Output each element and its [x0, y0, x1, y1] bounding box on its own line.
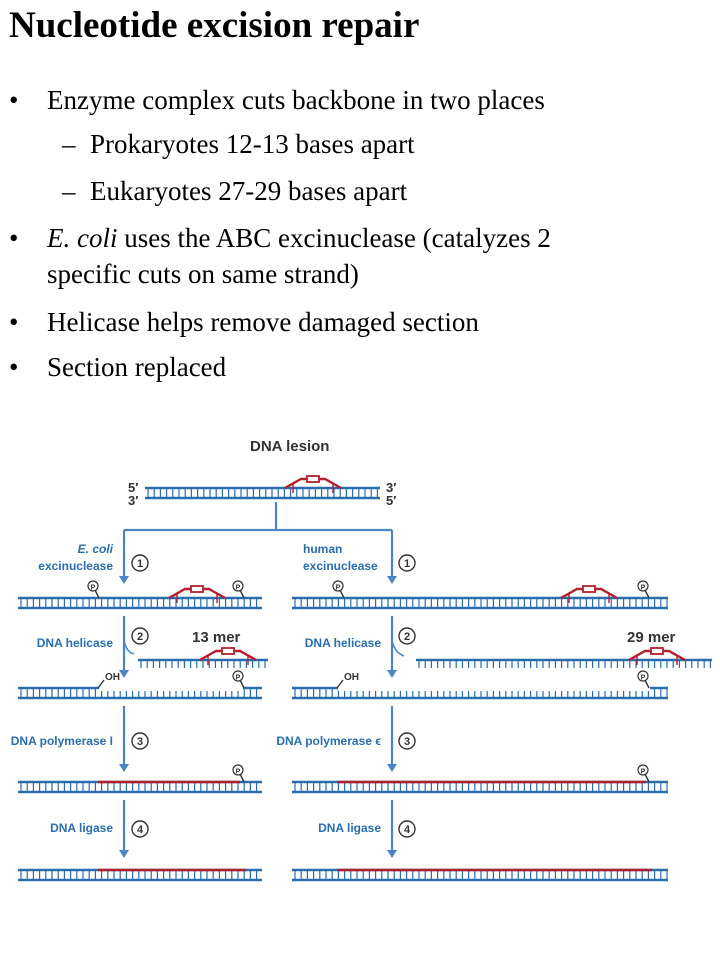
left-incised-lesion-dimer — [190, 585, 204, 593]
right-step1-circle — [398, 554, 416, 572]
left-nick-phosphate-letter: P — [236, 769, 241, 776]
left-step4-number: 4 — [137, 824, 144, 836]
bullet-marker: • — [9, 307, 19, 337]
left-incision-phosphate-3-letter: P — [236, 585, 241, 592]
left-incision-phosphate-3-bond — [239, 589, 245, 599]
left-step2-number: 2 — [137, 631, 143, 643]
right-nick-phosphate-bond — [644, 773, 650, 783]
right-step4-circle — [398, 820, 416, 838]
left-step1-circle — [131, 554, 149, 572]
top-lesion-dimer — [306, 475, 320, 483]
left-step3-arrow-head — [119, 764, 129, 772]
right-step1-number: 1 — [404, 558, 410, 570]
right-step4-number: 4 — [404, 824, 411, 836]
right-gap-phosphate-letter: P — [641, 675, 646, 682]
left-step3-number: 3 — [137, 736, 143, 748]
sub-bullet-eukaryotes: Eukaryotes 27-29 bases apart — [90, 176, 408, 206]
left-gap-phosphate-bond — [239, 679, 245, 689]
right-nick-phosphate-letter: P — [641, 769, 646, 776]
left-step4-circle — [131, 820, 149, 838]
left-helicase-label: DNA helicase — [37, 636, 114, 650]
ecoli-excinuclease-label-1: E. coli — [78, 542, 114, 556]
ecoli-excinuclease-label-2: excinuclease — [38, 559, 113, 573]
right-step4-arrow-head — [387, 850, 397, 858]
right-polymerase-label: DNA polymerase ϵ — [276, 734, 381, 748]
end-label-5-top: 5′ — [128, 480, 138, 495]
bullet-marker: • — [9, 223, 19, 253]
right-gap-phosphate-circle — [637, 670, 649, 682]
bullet-marker: • — [9, 352, 19, 382]
right-helicase-label: DNA helicase — [305, 636, 382, 650]
left-incision-phosphate-5-bond — [94, 589, 100, 599]
left-step1-arrow-head — [119, 576, 129, 584]
end-label-3-top: 3′ — [386, 480, 396, 495]
bullet-marker: • — [9, 85, 19, 115]
left-step3-circle — [131, 732, 149, 750]
bullet-2-line2: specific cuts on same strand) — [47, 259, 359, 289]
right-step2-number: 2 — [404, 631, 410, 643]
right-step3-arrow-head — [387, 764, 397, 772]
right-ligase-label: DNA ligase — [318, 821, 381, 835]
human-excinuclease-label-2: excinuclease — [303, 559, 378, 573]
right-29mer-lesion-dimer — [650, 647, 664, 655]
left-gap-mask — [99, 684, 243, 691]
left-step4-arrow-head — [119, 850, 129, 858]
right-nick-phosphate-circle — [637, 764, 649, 776]
left-13mer-lesion-dimer — [221, 647, 235, 655]
right-incision-phosphate-5-bond — [339, 589, 345, 599]
right-incision-phosphate-3-bond — [644, 589, 650, 599]
end-label-3-bottom: 3′ — [128, 493, 138, 508]
left-step1-number: 1 — [137, 558, 143, 570]
right-fragment-label: 29 mer — [627, 629, 676, 646]
left-ligase-label: DNA ligase — [50, 821, 113, 835]
right-gap-mask — [338, 684, 650, 691]
sub-bullet-prokaryotes: Prokaryotes 12-13 bases apart — [90, 129, 415, 159]
right-release-arrow — [391, 639, 405, 657]
right-incision-phosphate-5-letter: P — [336, 585, 341, 592]
right-step2-arrow-head — [387, 670, 397, 678]
end-label-5-bottom: 5′ — [386, 493, 396, 508]
right-step3-circle — [398, 732, 416, 750]
right-step1-arrow-head — [387, 576, 397, 584]
left-incision-phosphate-5-circle — [87, 580, 99, 592]
slide-title: Nucleotide excision repair — [9, 5, 420, 46]
right-incision-phosphate-5-circle — [332, 580, 344, 592]
left-nick-phosphate-bond — [239, 773, 245, 783]
left-gap-phosphate-letter: P — [236, 675, 241, 682]
left-gap-oh-label: OH — [105, 672, 120, 683]
right-incision-phosphate-3-circle — [637, 580, 649, 592]
left-polymerase-label: DNA polymerase I — [11, 734, 113, 748]
bullet-2-text: uses the ABC excinuclease (catalyzes 2 — [117, 223, 551, 253]
right-step3-number: 3 — [404, 736, 410, 748]
right-incision-phosphate-3-letter: P — [641, 585, 646, 592]
left-step2-circle — [131, 627, 149, 645]
left-incision-phosphate-5-letter: P — [91, 585, 96, 592]
right-gap-oh-label: OH — [344, 672, 359, 683]
right-gap-phosphate-bond — [644, 679, 650, 689]
bullet-3-text: Helicase helps remove damaged section — [47, 307, 479, 337]
right-gap-oh-bond — [336, 679, 344, 689]
left-fragment-label: 13 mer — [192, 629, 241, 646]
left-nick-phosphate-circle — [232, 764, 244, 776]
bullet-2-line1: E. coli uses the ABC excinuclease (catal… — [47, 222, 551, 254]
left-gap-oh-bond — [97, 679, 105, 689]
bullet-1-text: Enzyme complex cuts backbone in two plac… — [47, 85, 545, 115]
bullet-2-italic: E. coli — [47, 223, 118, 253]
human-excinuclease-label-1: human — [303, 542, 342, 556]
bullet-4-text: Section replaced — [47, 352, 227, 382]
right-step2-circle — [398, 627, 416, 645]
left-gap-phosphate-circle — [232, 670, 244, 682]
dash-marker: – — [62, 129, 76, 159]
left-step2-arrow-head — [119, 670, 129, 678]
right-incised-lesion-dimer — [582, 585, 596, 593]
dna-lesion-label: DNA lesion — [250, 438, 329, 455]
left-incision-phosphate-3-circle — [232, 580, 244, 592]
left-release-arrow — [123, 639, 135, 655]
dash-marker: – — [62, 176, 76, 206]
